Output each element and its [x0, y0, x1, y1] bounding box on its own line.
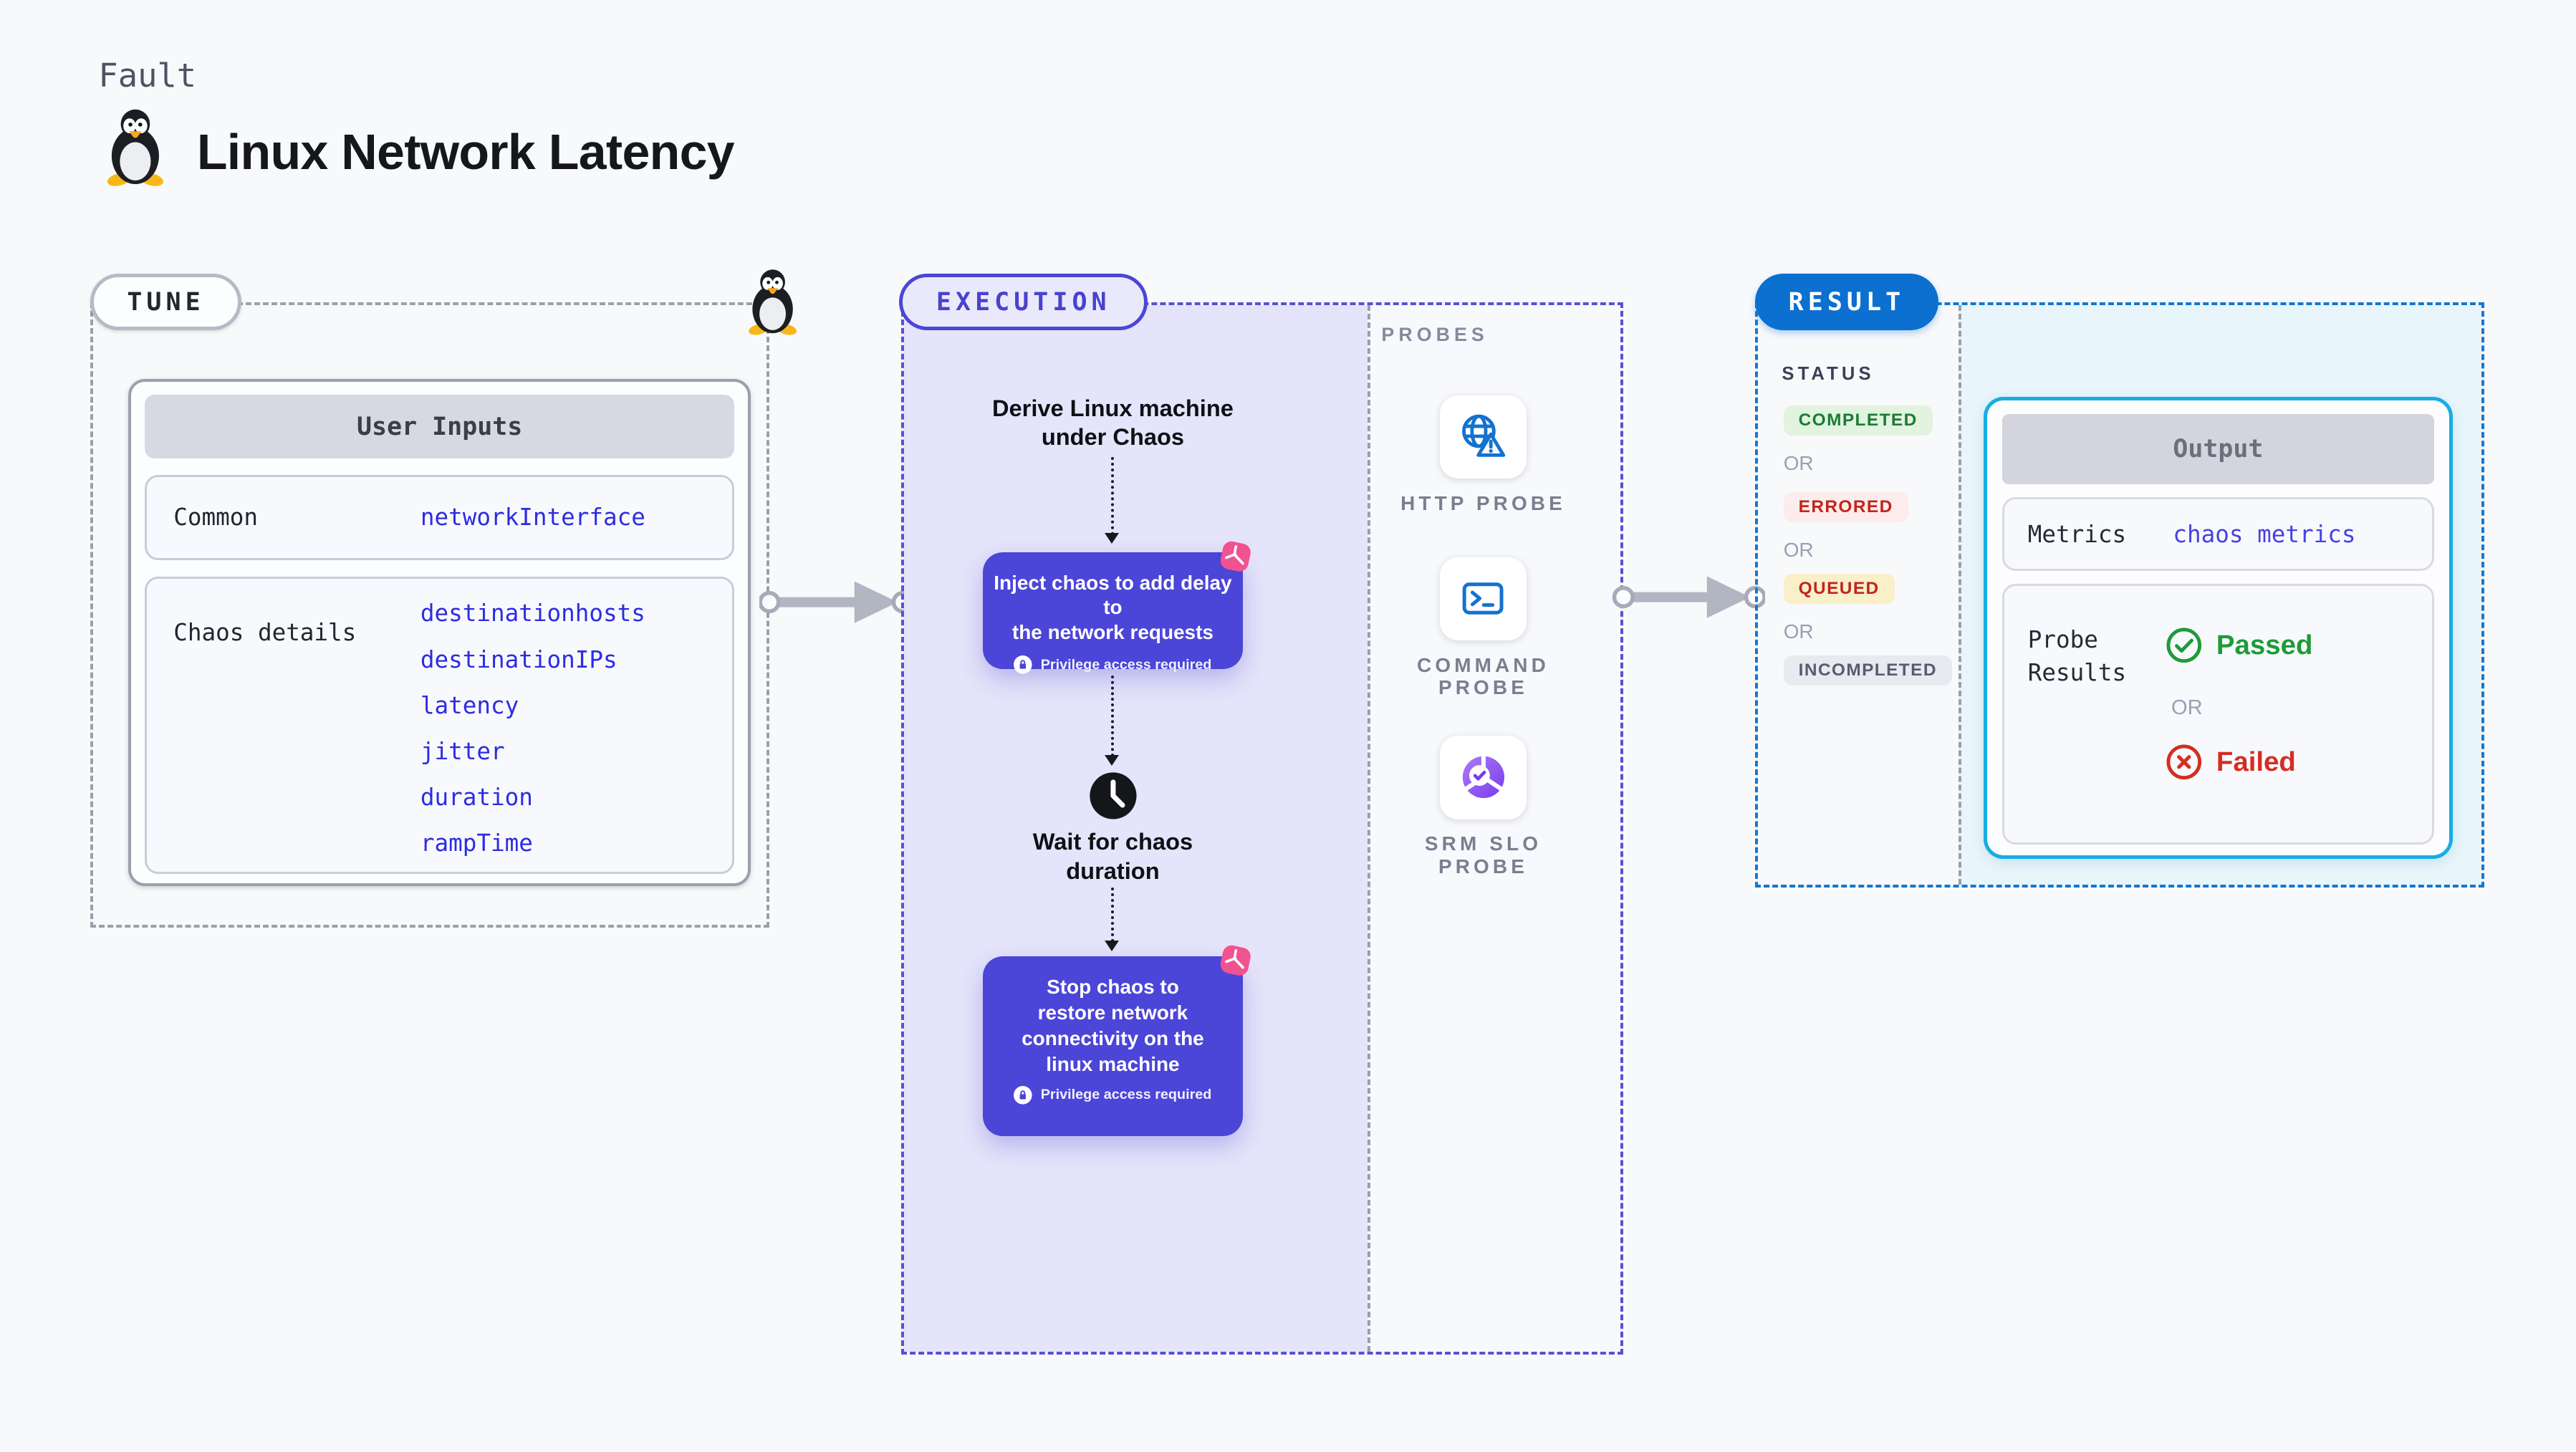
flow-connector-2: [1105, 675, 1118, 766]
metrics-row: Metrics chaos metrics: [2002, 497, 2434, 571]
inject-step-line1: Inject chaos to add delay to: [994, 571, 1232, 619]
fault-eyebrow: Fault: [98, 57, 197, 95]
chaos-value: destinationhosts: [420, 600, 645, 628]
user-input-row-common: Common networkInterface: [144, 475, 735, 560]
probe-results-row: Probe Results Passed OR Failed: [2002, 584, 2434, 845]
flow-connector-3: [1105, 888, 1118, 951]
tune-section: [90, 302, 769, 928]
status-heading: STATUS: [1782, 363, 1875, 384]
stop-step-line3: connectivity on the: [1022, 1027, 1204, 1050]
globe-warning-icon: [1462, 414, 1506, 457]
wait-step-line1: Wait for chaos: [1032, 828, 1193, 855]
chaos-value: rampTime: [420, 829, 533, 857]
tune-pill: TUNE: [90, 273, 242, 331]
metrics-label: Metrics: [2027, 520, 2127, 548]
inject-chaos-step: Inject chaos to add delay to the network…: [982, 552, 1244, 674]
probe-card-command: [1439, 557, 1527, 641]
passed-verdict: Passed: [2165, 626, 2313, 665]
chaos-value: duration: [420, 783, 533, 811]
linux-penguin-icon: [107, 109, 163, 186]
status-badge-queued: QUEUED: [1783, 574, 1895, 605]
inject-step-line2: the network requests: [1011, 621, 1213, 644]
chaos-value: jitter: [420, 737, 505, 765]
page-title: Linux Network Latency: [196, 124, 735, 181]
chaos-experiment-icon: [1220, 541, 1251, 572]
metrics-value: chaos metrics: [2173, 520, 2356, 548]
probe-results-label: Probe Results: [2028, 623, 2126, 690]
stop-step-line2: restore network: [1037, 1001, 1188, 1024]
wait-step-line2: duration: [1066, 857, 1160, 884]
derive-step: Derive Linux machine under Chaos: [914, 394, 1311, 453]
arrow-tune-to-execution: [759, 581, 913, 623]
probe-label-line: HTTP PROBE: [1400, 492, 1566, 515]
probe-label-line: SRM SLO: [1424, 832, 1542, 855]
probe-label-line: PROBE: [1438, 676, 1528, 699]
derive-step-line1: Derive Linux machine: [991, 394, 1234, 421]
privilege-note: Privilege access required: [983, 1086, 1243, 1105]
row-value: networkInterface: [420, 504, 645, 532]
privilege-note: Privilege access required: [983, 655, 1243, 674]
probe-label-command: COMMAND PROBE: [1371, 654, 1595, 699]
execution-flow-panel: [903, 304, 1368, 1352]
probes-panel: [1368, 304, 1621, 1352]
probe-results-label-line: Results: [2027, 659, 2127, 687]
failed-label: Failed: [2216, 746, 2296, 778]
output-card: Output Metrics chaos metrics Probe Resul…: [1984, 397, 2453, 860]
clock-icon: [1088, 771, 1138, 821]
probe-card-http: [1439, 395, 1527, 479]
arrow-execution-to-result: [1612, 576, 1766, 618]
probe-label-srm-slo: SRM SLO PROBE: [1371, 832, 1595, 878]
probe-label-line: PROBE: [1438, 855, 1528, 878]
chaos-value: latency: [420, 691, 519, 719]
passed-label: Passed: [2216, 630, 2313, 661]
or-separator: OR: [1783, 452, 1814, 475]
tux-icon-small: [748, 269, 797, 335]
privilege-text: Privilege access required: [1040, 656, 1212, 673]
chaos-value: destinationIPs: [420, 645, 617, 673]
stop-chaos-step: Stop chaos to restore network connectivi…: [982, 956, 1244, 1137]
lock-icon: [1014, 655, 1033, 674]
probe-card-srm-slo: [1439, 736, 1527, 819]
row-label: Chaos details: [173, 619, 357, 647]
derive-step-line2: under Chaos: [1041, 423, 1185, 451]
status-badge-completed: COMPLETED: [1783, 405, 1933, 436]
wait-step: Wait for chaos duration: [914, 827, 1311, 886]
chaos-detail-values: destinationhosts destinationIPs latency …: [420, 590, 645, 865]
probes-heading: PROBES: [1381, 323, 1489, 345]
lock-icon: [1014, 1086, 1033, 1105]
row-label: Common: [173, 504, 258, 532]
user-input-row-chaos-details: Chaos details destinationhosts destinati…: [144, 577, 735, 874]
failed-verdict: Failed: [2165, 743, 2296, 782]
or-separator: OR: [1783, 539, 1814, 562]
result-pill: RESULT: [1755, 273, 1938, 331]
status-badge-errored: ERRORED: [1783, 492, 1908, 522]
slo-donut-icon: [1462, 756, 1504, 799]
probe-label-http: HTTP PROBE: [1371, 492, 1595, 514]
chaos-experiment-icon: [1220, 945, 1251, 976]
probe-label-line: COMMAND: [1417, 653, 1549, 676]
probe-results-label-line: Probe: [2027, 625, 2098, 653]
x-circle-icon: [2166, 744, 2201, 780]
user-inputs-header: User Inputs: [144, 395, 735, 458]
execution-pill: EXECUTION: [899, 273, 1148, 331]
or-separator: OR: [1783, 620, 1814, 643]
check-circle-icon: [2166, 628, 2201, 663]
or-separator: OR: [2171, 696, 2203, 720]
terminal-icon: [1463, 582, 1504, 615]
output-card-header: Output: [2002, 413, 2434, 484]
flow-connector-1: [1105, 457, 1118, 544]
execution-section: [900, 302, 1624, 1355]
privilege-text: Privilege access required: [1040, 1087, 1212, 1103]
stop-step-line4: linux machine: [1046, 1053, 1180, 1076]
user-inputs-card: User Inputs Common networkInterface Chao…: [128, 378, 751, 886]
stop-step-line1: Stop chaos to: [1047, 976, 1179, 999]
status-badge-incompleted: INCOMPLETED: [1783, 655, 1952, 686]
